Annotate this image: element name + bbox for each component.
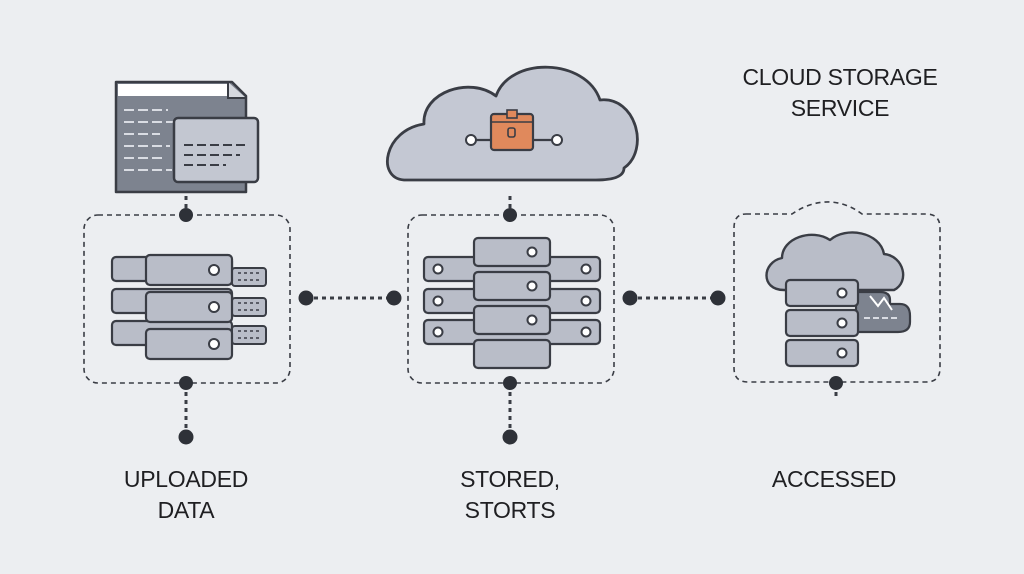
server-stack-icon [110, 253, 267, 361]
stage-label-line1: STORED, [460, 466, 560, 492]
stage-label-accessed: ACCESSED [744, 464, 924, 495]
stage-label-line1: ACCESSED [771, 466, 897, 492]
diagram-title: CLOUD STORAGE SERVICE [712, 62, 968, 124]
package-icon [465, 109, 563, 152]
stage-label-line2: DATA [157, 497, 215, 523]
stage-label-uploaded: UPLOADED DATA [96, 464, 276, 526]
document-icon [114, 80, 260, 194]
diagram-title-line2: SERVICE [790, 95, 890, 121]
diagram-title-line1: CLOUD STORAGE [742, 64, 938, 90]
server-stack-icon [422, 236, 602, 370]
stage-label-line2: STORTS [464, 497, 556, 523]
stage-label-stored: STORED, STORTS [420, 464, 600, 526]
stage-label-line1: UPLOADED [123, 466, 249, 492]
cloud-server-icon [765, 231, 912, 368]
